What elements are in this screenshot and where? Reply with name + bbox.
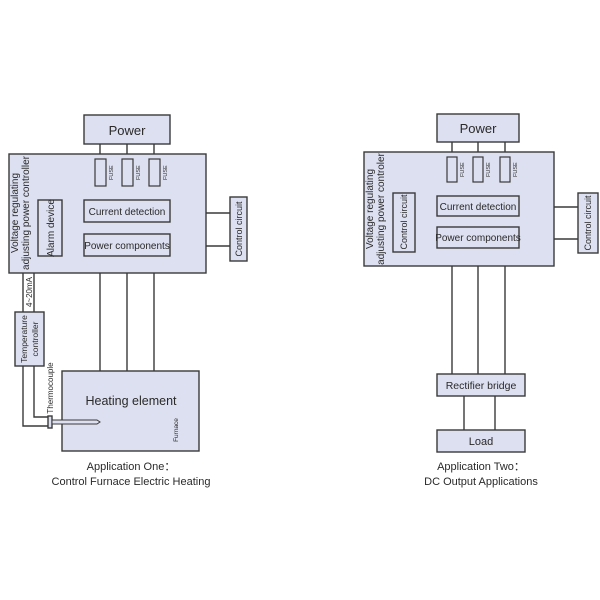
power-components-box bbox=[83, 233, 171, 257]
controller-label-line1: Voltage regulating bbox=[10, 173, 21, 253]
current-detection-box bbox=[436, 195, 520, 217]
fuse bbox=[446, 156, 458, 183]
load-label: Load bbox=[469, 436, 493, 448]
alarm-device-box bbox=[37, 199, 63, 257]
fuse bbox=[472, 156, 484, 183]
control-circuit-box bbox=[229, 196, 248, 262]
thermocouple-label: Thermocouple bbox=[46, 362, 55, 414]
power-components-box bbox=[436, 226, 520, 249]
furnace-label: Furnace bbox=[173, 418, 180, 442]
power-components-label: Power components bbox=[84, 241, 170, 252]
power-label: Power bbox=[460, 121, 498, 136]
control-circuit-box bbox=[577, 192, 599, 254]
temperature-controller-line1: Temperature bbox=[19, 315, 29, 363]
current-detection-label: Current detection bbox=[440, 202, 517, 213]
thermocouple-probe bbox=[47, 415, 101, 429]
application-one: Power Voltage regulating adjusting power… bbox=[8, 114, 248, 488]
application-two: Power Voltage regulating adjusting power… bbox=[363, 113, 599, 488]
inner-control-circuit-box bbox=[392, 192, 416, 253]
temperature-controller-box bbox=[14, 311, 45, 367]
signal-label: 4~20mA bbox=[25, 276, 34, 307]
power-components-label: Power components bbox=[435, 233, 521, 244]
fuse-label: FUSE bbox=[109, 165, 115, 180]
rectifier-bridge-box bbox=[436, 373, 526, 397]
heating-element-label: Heating element bbox=[85, 394, 177, 408]
alarm-device-label: Alarm device bbox=[46, 199, 57, 257]
fuse bbox=[148, 158, 161, 187]
power-box bbox=[436, 113, 520, 143]
control-circuit-label: Control circuit bbox=[583, 195, 593, 251]
caption-one-line2: Control Furnace Electric Heating bbox=[52, 476, 211, 488]
rectifier-bridge-label: Rectifier bridge bbox=[446, 380, 517, 392]
power-label: Power bbox=[109, 123, 147, 138]
furnace-box bbox=[61, 370, 200, 452]
controller-label-line2: adjusting power controler bbox=[376, 152, 387, 264]
caption-two-line1: Application Two： bbox=[437, 461, 525, 473]
current-detection-box bbox=[83, 199, 171, 223]
temperature-controller-line2: controller bbox=[30, 321, 40, 356]
control-circuit-label: Control circuit bbox=[234, 201, 244, 257]
current-detection-label: Current detection bbox=[89, 207, 166, 218]
power-box bbox=[83, 114, 171, 145]
fuse bbox=[121, 158, 134, 187]
caption-one-line1: Application One： bbox=[87, 461, 176, 473]
controller-label-line1: Voltage regulating bbox=[365, 169, 376, 249]
fuses: FUSE FUSE FUSE bbox=[446, 156, 519, 183]
fuse bbox=[94, 158, 107, 187]
fuse-label: FUSE bbox=[513, 162, 519, 177]
caption-two-line2: DC Output Applications bbox=[424, 476, 538, 488]
fuse-label: FUSE bbox=[136, 165, 142, 180]
fuse-label: FUSE bbox=[486, 162, 492, 177]
inner-control-circuit-label: Control circuit bbox=[399, 194, 409, 250]
fuse-label: FUSE bbox=[163, 165, 169, 180]
controller-label-line2: adjusting power controller bbox=[21, 155, 32, 270]
fuses: FUSE FUSE FUSE bbox=[94, 158, 169, 187]
load-box bbox=[436, 429, 526, 453]
fuse bbox=[499, 156, 511, 183]
fuse-label: FUSE bbox=[460, 162, 466, 177]
